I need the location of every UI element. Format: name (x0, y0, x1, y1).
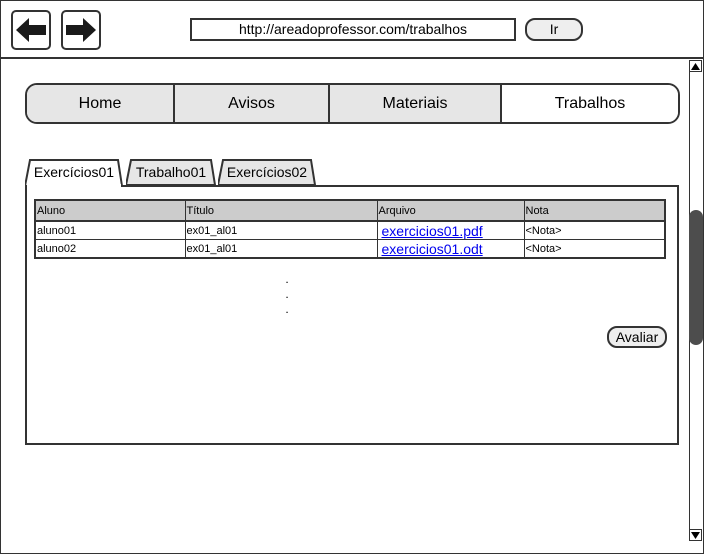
table-row: aluno02 ex01_al01 exercicios01.odt <Nota… (34, 239, 666, 259)
column-header-arquivo: Arquivo (376, 199, 525, 222)
arrow-right-icon (66, 18, 96, 42)
back-button[interactable] (11, 10, 51, 50)
column-header-nota: Nota (523, 199, 666, 222)
file-link[interactable]: exercicios01.pdf (376, 220, 525, 240)
tab-trabalho01[interactable]: Trabalho01 (126, 159, 216, 186)
tab-label: Exercícios01 (33, 164, 115, 180)
cell-aluno: aluno02 (34, 239, 186, 259)
file-link[interactable]: exercicios01.odt (376, 239, 525, 259)
tab-label: Trabalho01 (135, 164, 207, 180)
main-navigation: Home Avisos Materiais Trabalhos (25, 83, 680, 124)
arrow-left-icon (16, 18, 46, 42)
column-header-aluno: Aluno (34, 199, 186, 222)
table-row: aluno01 ex01_al01 exercicios01.pdf <Nota… (34, 220, 666, 240)
scroll-up-button[interactable] (689, 60, 702, 72)
scrollbar-thumb[interactable] (689, 210, 703, 345)
grade-field[interactable]: <Nota> (523, 239, 666, 259)
active-tab-connector (27, 184, 121, 187)
toolbar-divider (1, 57, 703, 59)
grade-field[interactable]: <Nota> (523, 220, 666, 240)
tab-exercicios02[interactable]: Exercícios02 (218, 159, 316, 186)
nav-item-trabalhos[interactable]: Trabalhos (502, 85, 678, 122)
tab-label: Exercícios02 (226, 164, 308, 180)
evaluate-button[interactable]: Avaliar (607, 326, 667, 348)
column-header-titulo: Título (184, 199, 378, 222)
submissions-table: Aluno Título Arquivo Nota aluno01 ex01_a… (34, 199, 666, 259)
table-header-row: Aluno Título Arquivo Nota (34, 199, 666, 222)
forward-button[interactable] (61, 10, 101, 50)
cell-titulo: ex01_al01 (184, 239, 378, 259)
cell-aluno: aluno01 (34, 220, 186, 240)
nav-item-home[interactable]: Home (27, 85, 175, 122)
tab-exercicios01[interactable]: Exercícios01 (25, 159, 123, 187)
cell-titulo: ex01_al01 (184, 220, 378, 240)
more-rows-ellipsis: . . . (285, 272, 289, 316)
go-button[interactable]: Ir (525, 18, 583, 41)
nav-item-materiais[interactable]: Materiais (330, 85, 502, 122)
nav-item-avisos[interactable]: Avisos (175, 85, 330, 122)
triangle-down-icon (691, 531, 700, 539)
address-bar[interactable]: http://areadoprofessor.com/trabalhos (190, 18, 516, 41)
triangle-up-icon (691, 62, 700, 70)
scroll-down-button[interactable] (689, 529, 702, 541)
